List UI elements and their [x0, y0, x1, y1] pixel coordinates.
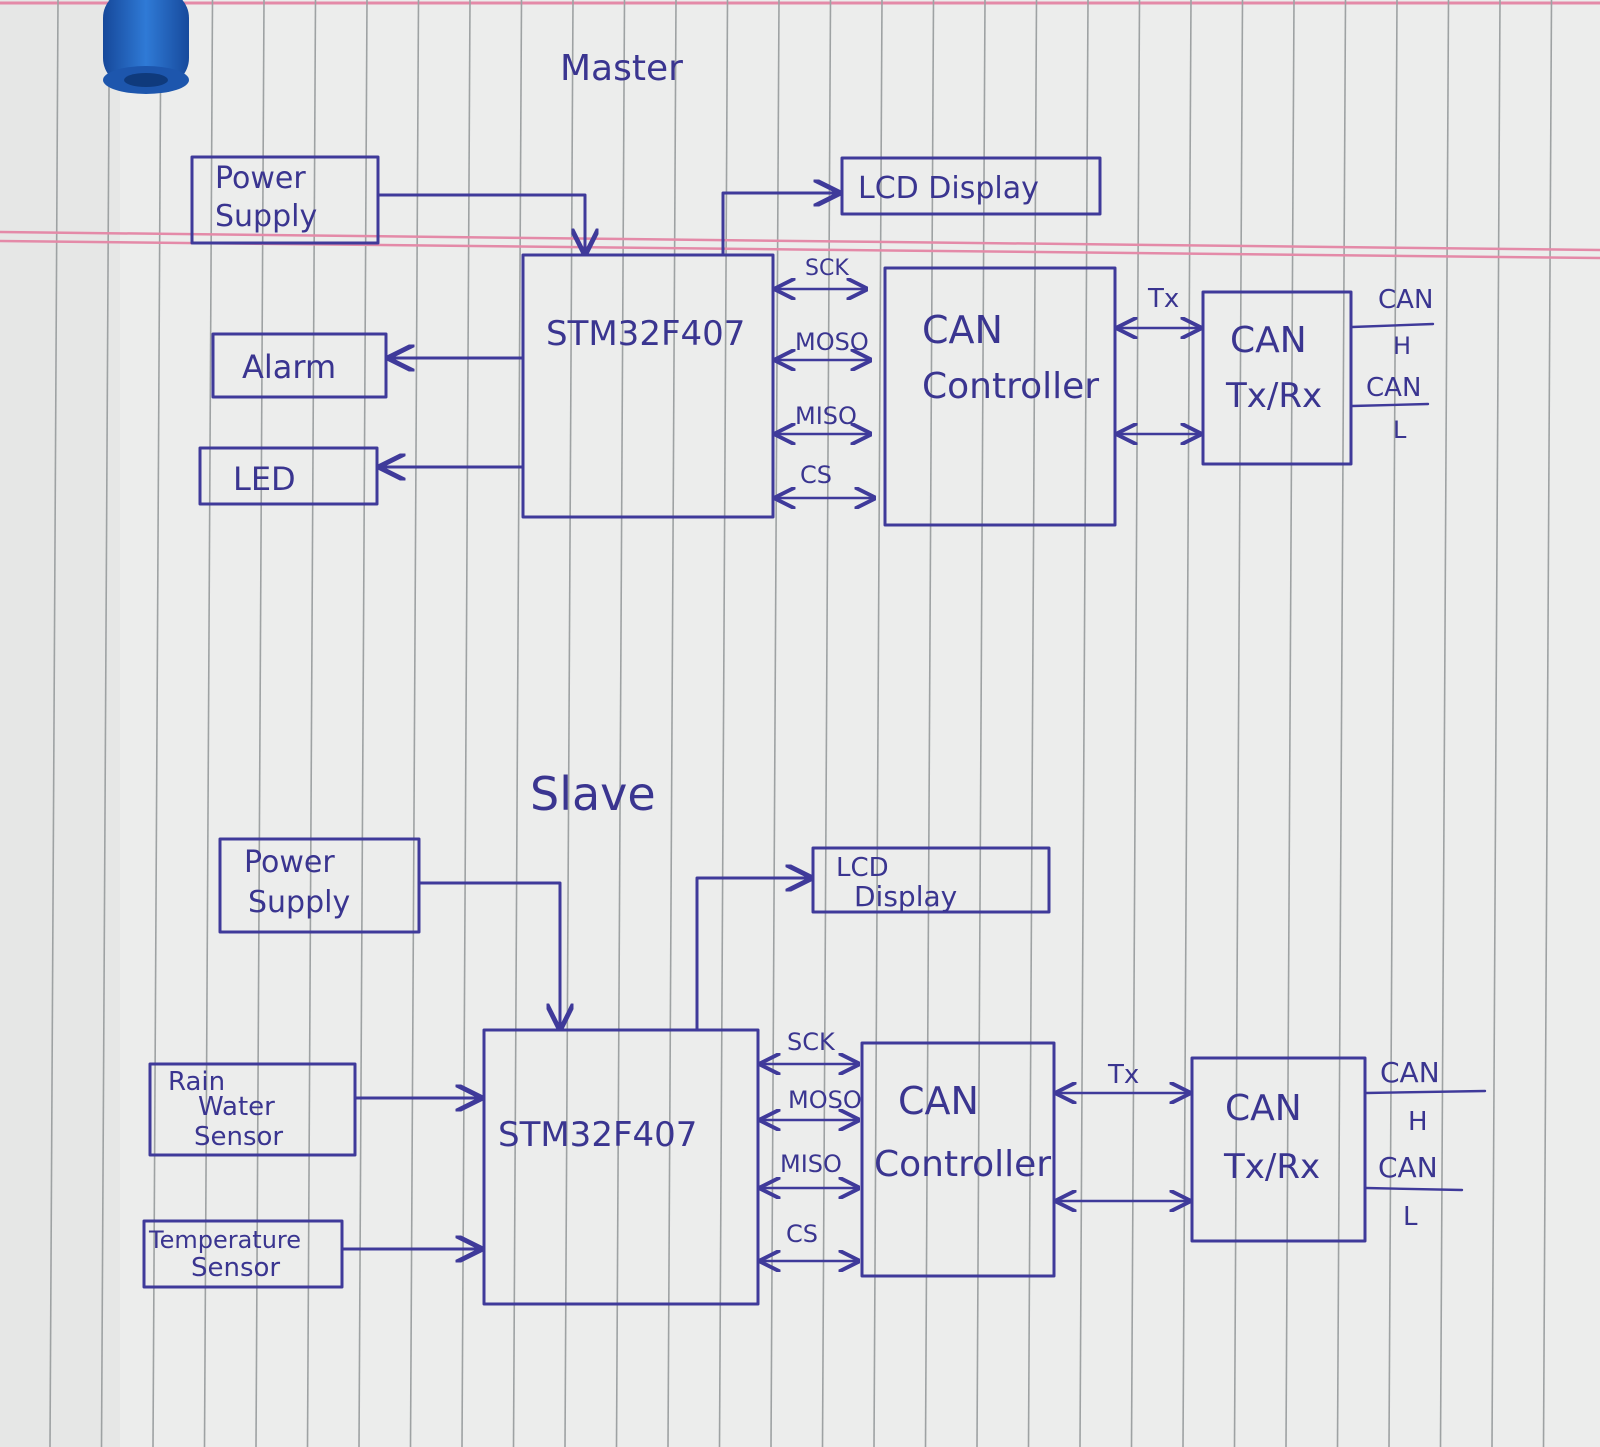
slave-controller-label: Controller	[874, 1144, 1051, 1185]
ruled-line	[306, 0, 317, 1447]
master-trx-txrx-label: Tx/Rx	[1225, 376, 1322, 416]
ruled-line	[1285, 0, 1295, 1447]
master-miso-label: MISO	[795, 402, 857, 430]
slave-mosi-label: MOSO	[788, 1086, 862, 1114]
slave-water-label: Water	[198, 1092, 275, 1122]
ruled-line	[1491, 0, 1501, 1447]
master-canh-line	[1350, 322, 1435, 329]
slave-rain-label: Rain	[168, 1067, 225, 1097]
slave-canh-line	[1364, 1089, 1487, 1095]
master-power-label: Power	[215, 161, 306, 196]
master-sck-label: SCK	[805, 256, 849, 281]
master-power-supply-block: Power Supply	[190, 155, 380, 245]
slave-rain-sensor-block: Rain Water Sensor	[148, 1062, 357, 1157]
master-canl-can-label: CAN	[1366, 373, 1421, 403]
slave-temp-sensor-block: Temperature Sensor	[142, 1219, 344, 1289]
master-supply-label: Supply	[215, 199, 317, 234]
master-title: Master	[560, 48, 683, 89]
slave-temperature-label: Temperature	[148, 1226, 301, 1254]
ruled-line	[512, 0, 523, 1447]
master-controller-label: Controller	[922, 366, 1099, 407]
slave-lcd-arrow	[695, 878, 810, 1032]
slave-canl-l-label: L	[1403, 1202, 1418, 1232]
master-cs-label: CS	[800, 461, 832, 489]
slave-lcd-label: LCD	[836, 853, 889, 883]
slave-trx-txrx-label: Tx/Rx	[1223, 1147, 1320, 1187]
slave-title: Slave	[530, 767, 656, 821]
slave-mcu-label: STM32F407	[498, 1115, 697, 1155]
ruled-line	[358, 0, 368, 1447]
ruled-line	[1233, 0, 1244, 1447]
ruled-line	[1336, 0, 1347, 1447]
slave-sck-label: SCK	[787, 1028, 836, 1056]
master-led-block: LED	[198, 446, 379, 506]
master-lcd-label: LCD Display	[858, 171, 1039, 206]
ruled-line	[1388, 0, 1398, 1447]
slave-transceiver-block: CAN Tx/Rx	[1190, 1056, 1367, 1243]
slave-temp-sensor-label: Sensor	[191, 1253, 280, 1283]
ruled-line	[409, 0, 420, 1447]
master-can-label: CAN	[922, 308, 1003, 352]
master-lcd-block: LCD Display	[840, 156, 1102, 216]
master-mcu-block: STM32F407	[521, 253, 775, 519]
master-alarm-block: Alarm	[211, 332, 388, 399]
slave-power-label: Power	[244, 845, 335, 880]
slave-miso-label: MISO	[780, 1150, 842, 1178]
slave-canl-line	[1364, 1186, 1464, 1192]
slave-sensor-label: Sensor	[194, 1122, 283, 1152]
master-mosi-label: MOSO	[795, 328, 869, 356]
slave-canh-can-label: CAN	[1380, 1056, 1440, 1089]
master-tx-label: Tx	[1147, 284, 1179, 314]
ruled-line	[1542, 0, 1553, 1447]
slave-power-arrow	[417, 881, 560, 1028]
ruled-line	[461, 0, 471, 1447]
slave-tx-label: Tx	[1107, 1060, 1139, 1090]
ruled-line	[152, 0, 162, 1447]
ruled-line	[1439, 0, 1450, 1447]
ruled-line	[615, 0, 626, 1447]
ruled-line	[203, 0, 214, 1447]
pen-cap	[103, 0, 189, 94]
ruled-line	[667, 0, 677, 1447]
master-led-label: LED	[233, 460, 296, 498]
master-canh-h-label: H	[1393, 332, 1411, 360]
master-transceiver-block: CAN Tx/Rx	[1201, 290, 1353, 466]
slave-canh-h-label: H	[1408, 1107, 1428, 1137]
slave-trx-can-label: CAN	[1225, 1088, 1302, 1129]
master-canl-line	[1350, 402, 1430, 408]
master-lcd-arrow	[721, 193, 838, 257]
slave-display-label: Display	[854, 880, 957, 913]
ruled-line	[255, 0, 265, 1447]
slave-can-controller-block: CAN Controller	[860, 1041, 1056, 1278]
ruled-line	[1027, 0, 1038, 1447]
slave-mcu-block: STM32F407	[482, 1028, 760, 1306]
ruled-line	[924, 0, 935, 1447]
master-mcu-label: STM32F407	[546, 314, 745, 354]
slave-power-supply-block: Power Supply	[218, 837, 421, 934]
master-trx-can-label: CAN	[1230, 320, 1307, 361]
slave-can-label: CAN	[898, 1079, 979, 1123]
master-alarm-label: Alarm	[242, 348, 336, 386]
master-can-controller-block: CAN Controller	[883, 266, 1117, 527]
master-canl-l-label: L	[1393, 416, 1407, 444]
slave-cs-label: CS	[786, 1220, 818, 1248]
master-canh-can-label: CAN	[1378, 285, 1433, 315]
slave-supply-label: Supply	[248, 885, 350, 920]
ruled-line	[976, 0, 986, 1447]
master-power-arrow	[376, 193, 585, 253]
slave-canl-can-label: CAN	[1378, 1151, 1438, 1184]
slave-lcd-block: LCD Display	[811, 846, 1051, 914]
margin-line-1	[0, 230, 1600, 252]
